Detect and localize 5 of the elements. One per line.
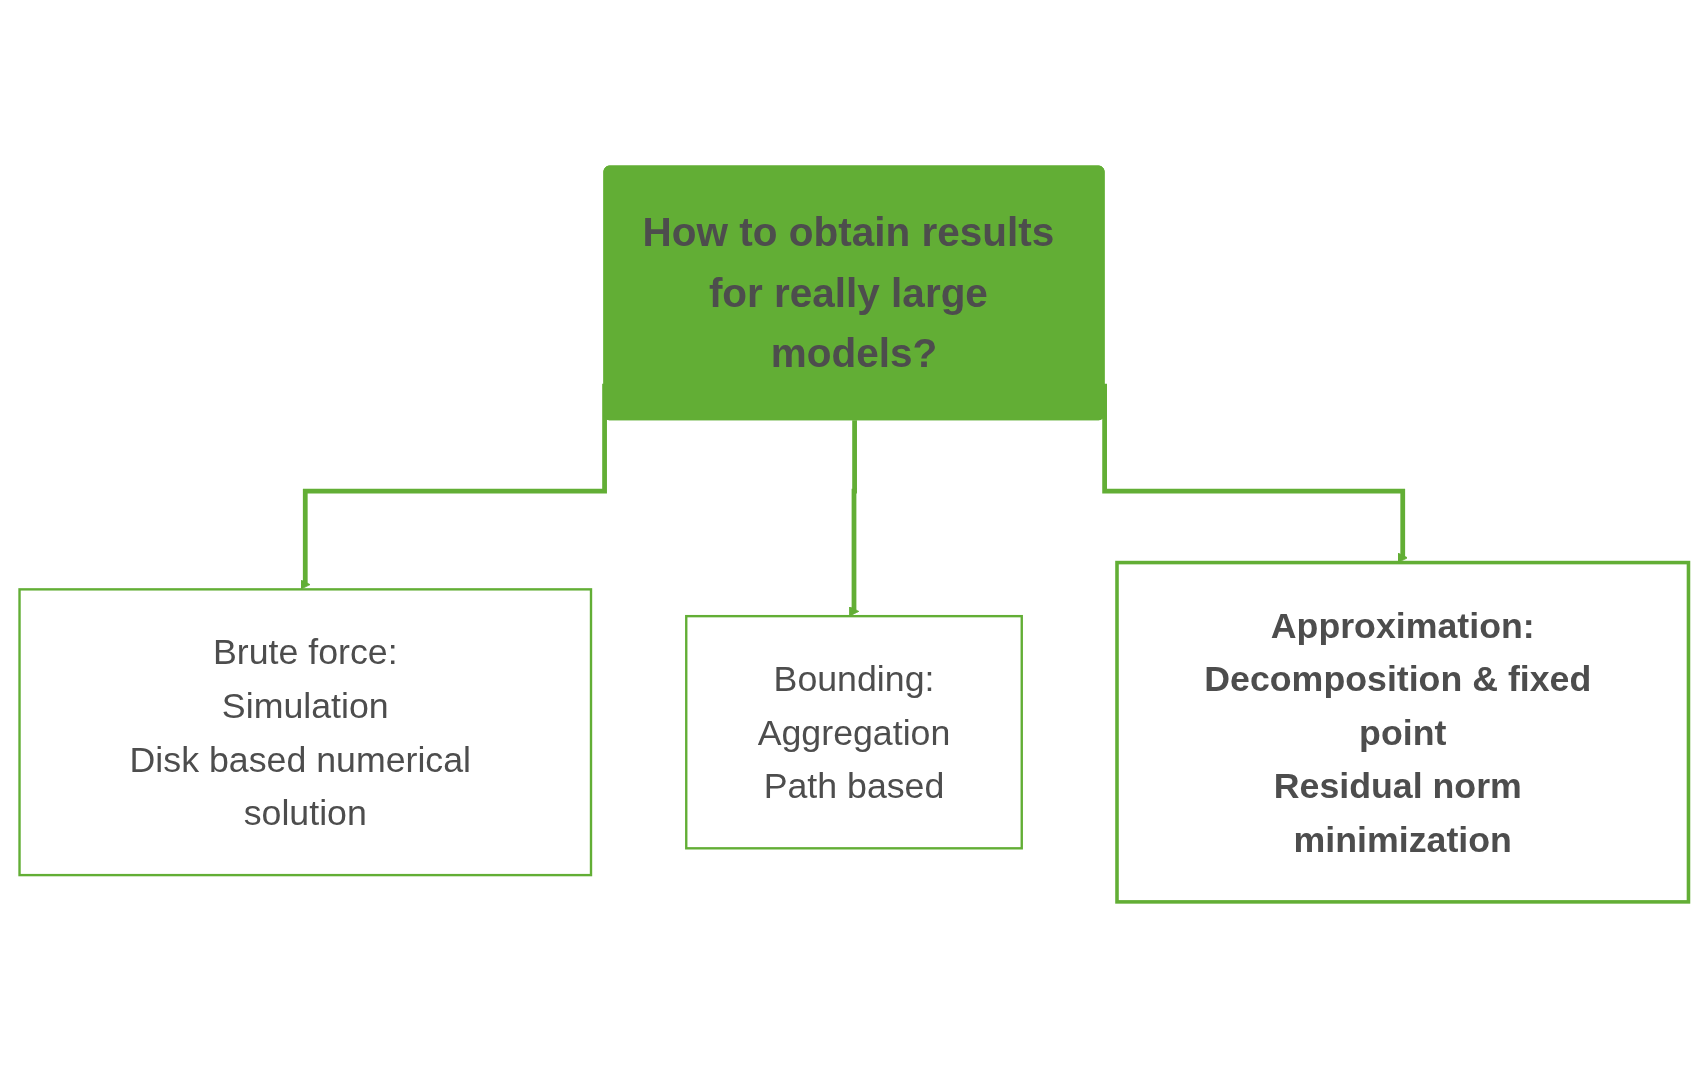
node-box [685,614,1023,850]
node-box [1115,560,1691,904]
flowchart: How to obtain results for really large models? Brute force: Simulation Disk based numerical solution Bounding: Aggregation Path based Approximation: Decomposition & fixed point Residual norm minimization [10,10,1698,1058]
arrow [848,420,860,617]
node-box [18,588,593,877]
